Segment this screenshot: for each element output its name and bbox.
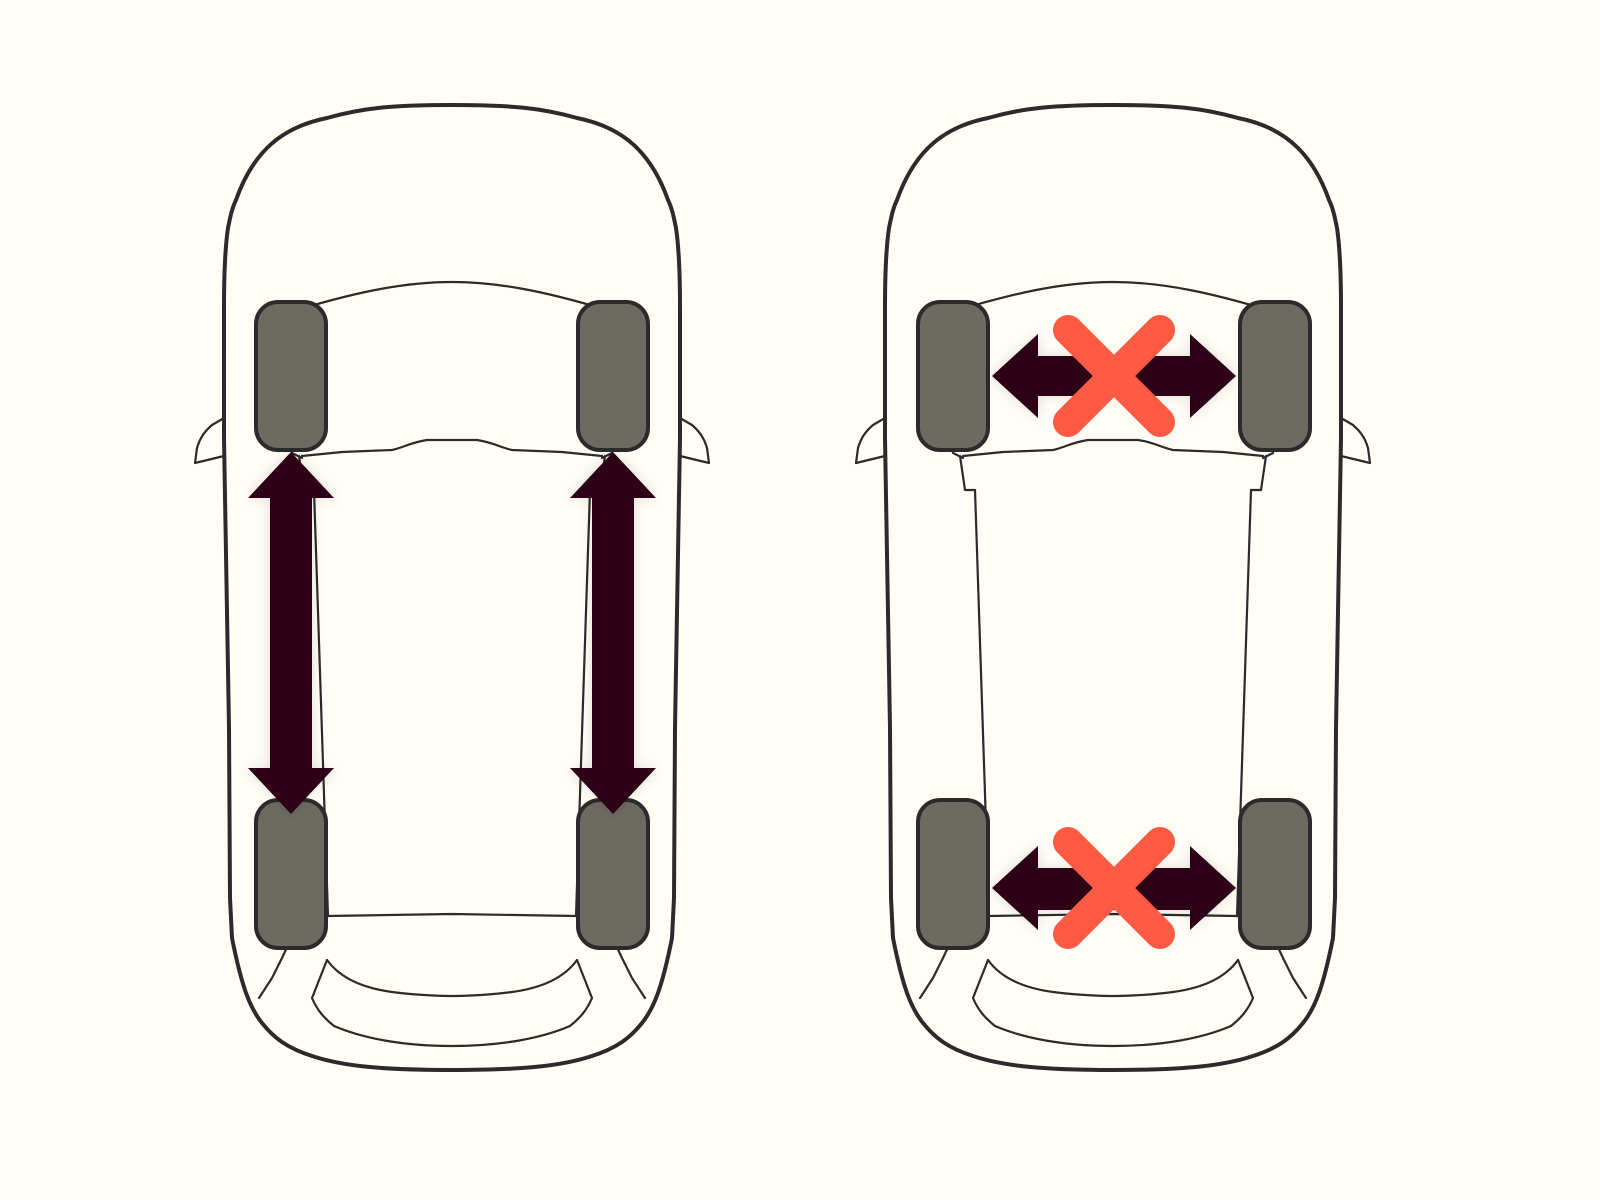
tire-front-left (916, 300, 990, 452)
double-arrow-vertical-left (248, 452, 334, 814)
double-arrow-vertical-right (570, 452, 656, 814)
tire-rear-left (254, 798, 328, 950)
tire-rear-left (916, 798, 990, 950)
tire-rear-right (576, 798, 650, 950)
tires-right-car (916, 300, 1312, 950)
tire-front-left (254, 300, 328, 452)
tire-front-right (1238, 300, 1312, 452)
tire-rear-right (1238, 798, 1312, 950)
tires-left-car (254, 300, 650, 950)
tire-front-right (576, 300, 650, 452)
arrows-front-to-back (248, 452, 656, 814)
